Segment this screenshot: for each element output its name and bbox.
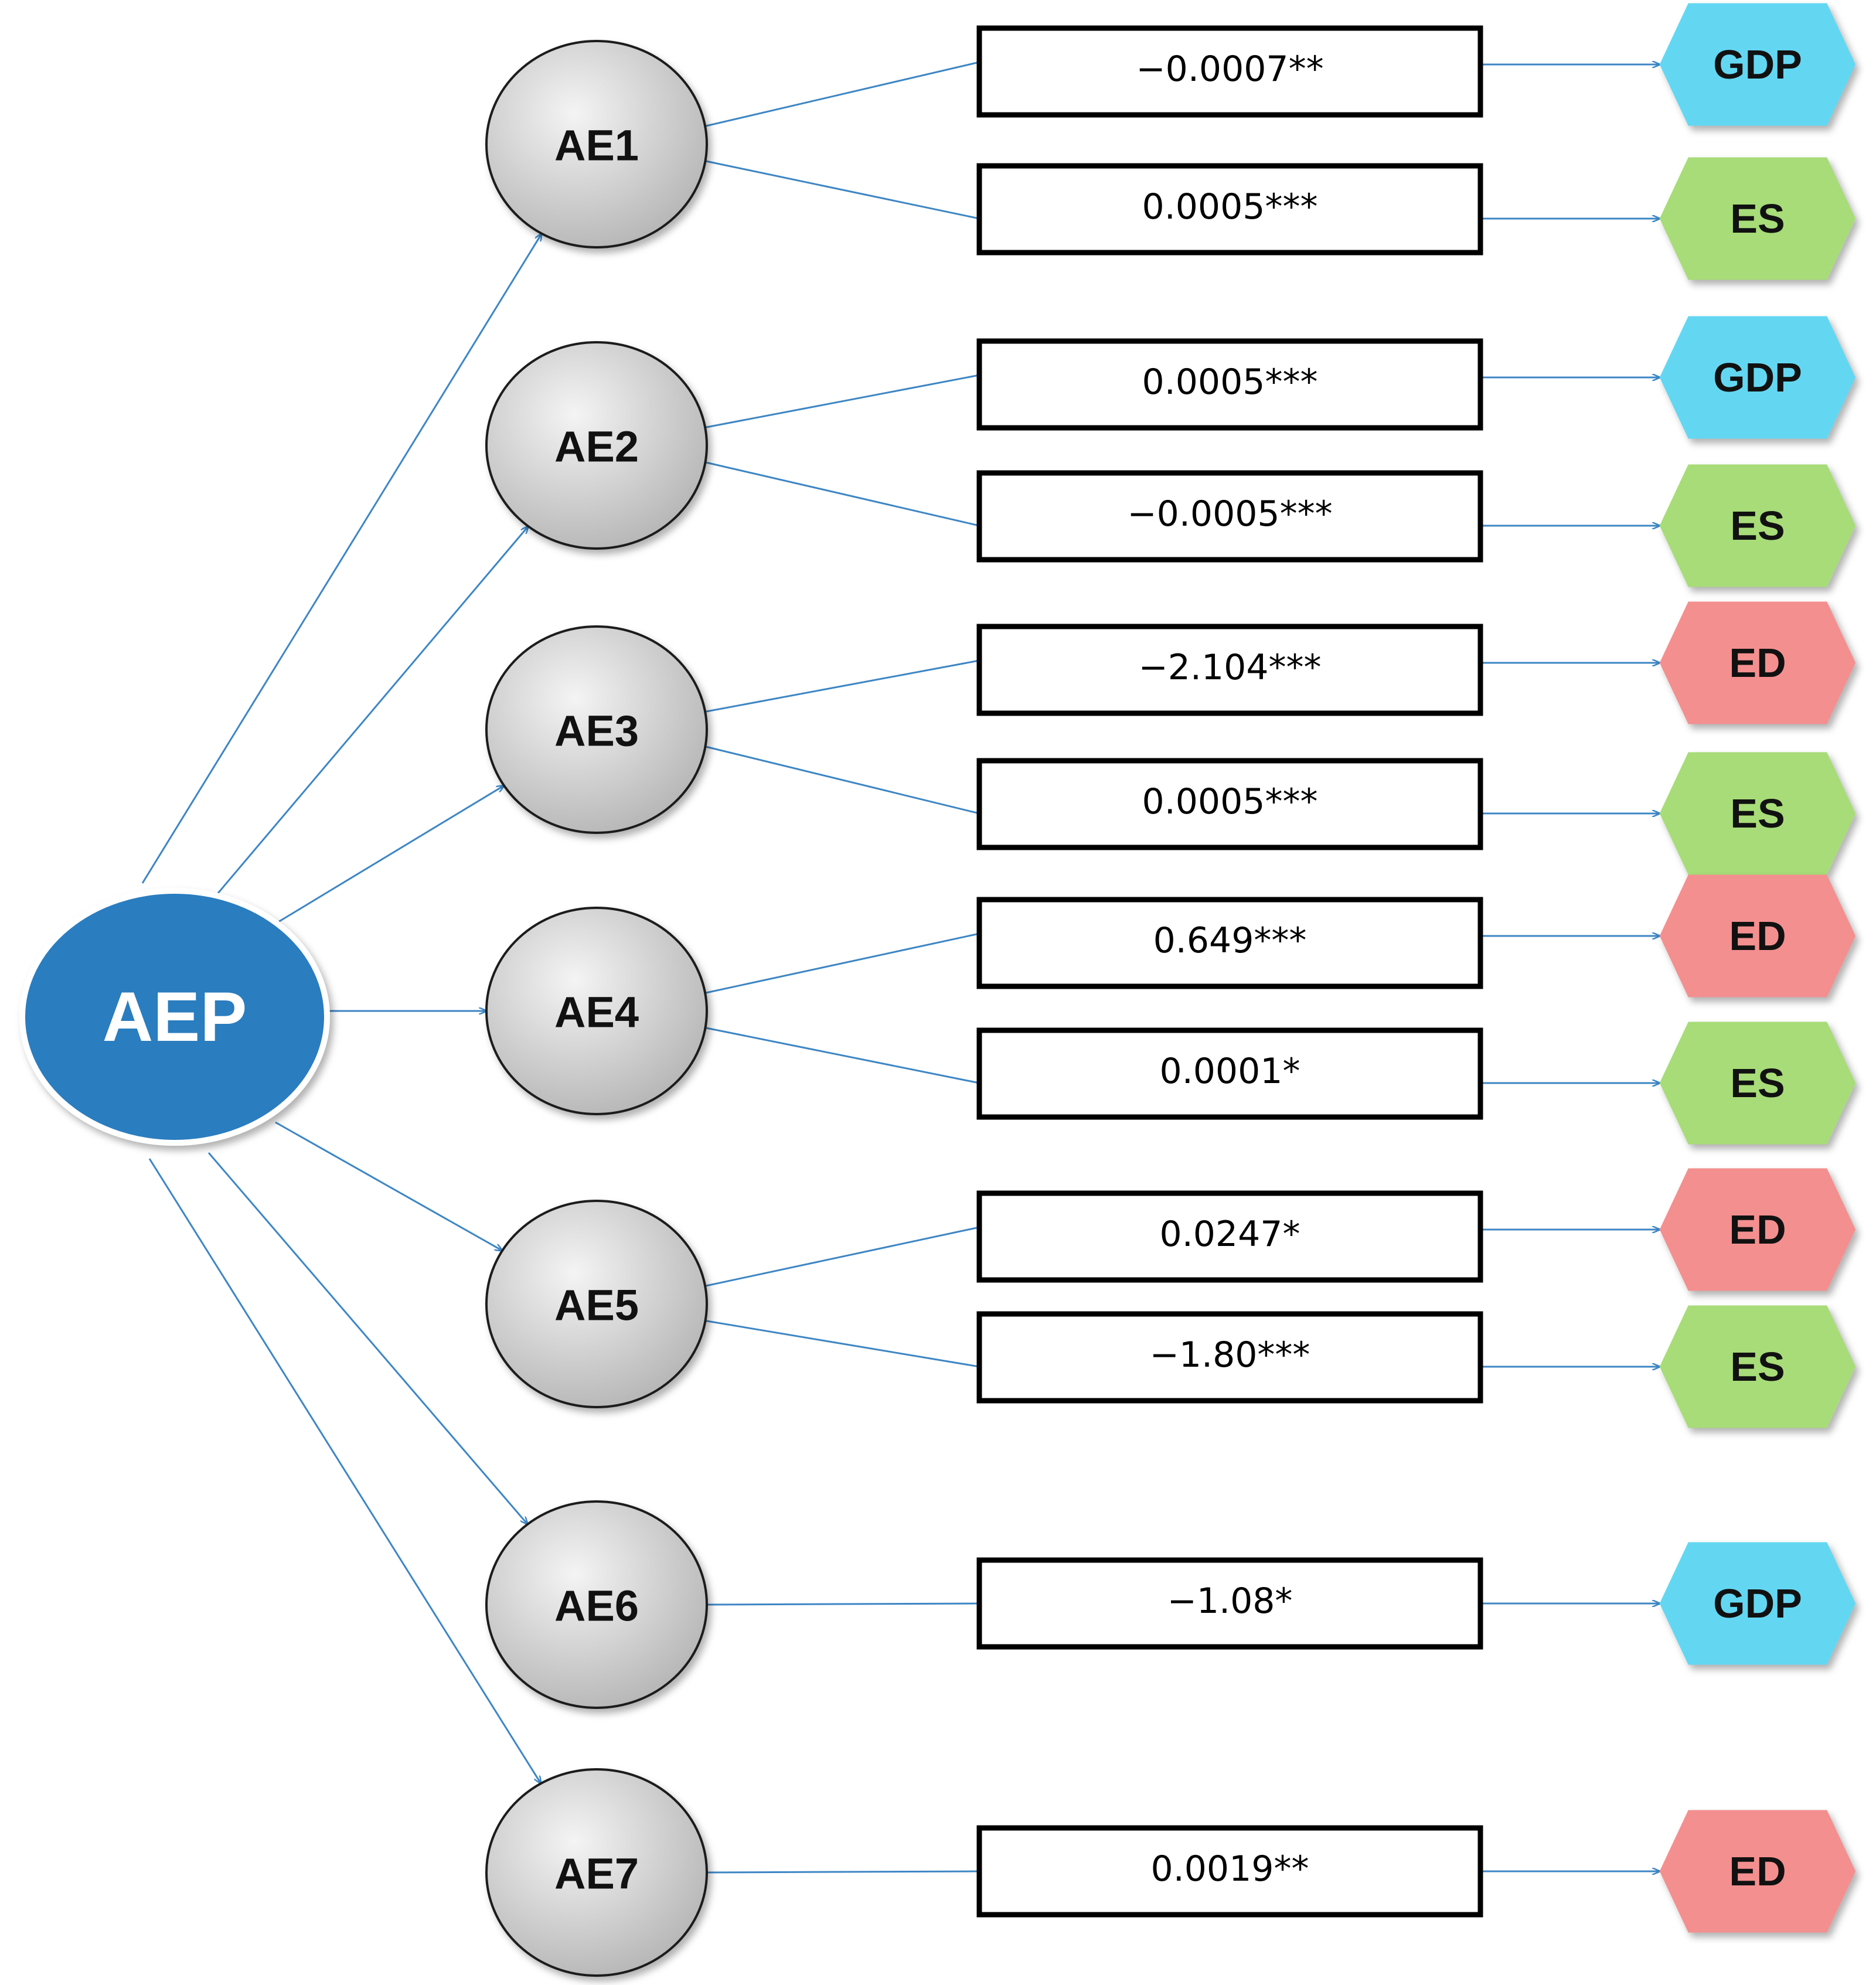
outcome-gdp-hexagon (1659, 3, 1856, 126)
outcome-label: ES (1730, 1344, 1785, 1390)
outcome-ed-hexagon (1659, 601, 1856, 724)
edge-layer (141, 61, 1660, 1874)
outcome-es-hexagon (1659, 1305, 1856, 1428)
outcome-ed-hexagon (1659, 1810, 1856, 1933)
outcome-label: GDP (1713, 355, 1802, 400)
coef-box (976, 338, 1483, 431)
outcome-label: ES (1730, 1060, 1785, 1106)
ae4-node (485, 907, 708, 1115)
ae4-node-label: AE4 (554, 988, 639, 1037)
edge-ae7-to-coef-1 (703, 1870, 980, 1874)
edge-aep-to-ae1 (141, 234, 542, 884)
coef-value: 0.0005*** (1142, 781, 1318, 822)
coef-box (976, 1557, 1483, 1650)
edge-ae1-to-coef-1 (703, 61, 980, 128)
coef-value: −1.80*** (1150, 1334, 1310, 1375)
outcome-ed-hexagon (1659, 1168, 1856, 1291)
coef-value: 0.0019** (1151, 1848, 1309, 1889)
node-layer: AEP AE1 −0.0007** GDP 0.0005*** ES AE2 0.0005**… (19, 3, 1856, 1977)
edge-aep-to-ae2 (217, 526, 528, 894)
outcome-label: ED (1729, 1207, 1786, 1252)
coef-value: −1.08* (1167, 1581, 1293, 1622)
outcome-gdp-hexagon (1659, 316, 1856, 439)
coef-box (976, 1027, 1483, 1120)
outcome-label: ED (1729, 913, 1786, 959)
ae6-node (485, 1500, 708, 1709)
coef-box (976, 758, 1483, 850)
ae5-node (485, 1200, 708, 1408)
coef-box (976, 897, 1483, 989)
edge-ae3-to-coef-1 (703, 659, 980, 713)
edge-ae3-to-coef-2 (703, 745, 980, 815)
outcome-es-hexagon (1659, 464, 1856, 587)
edge-aep-to-ae6 (207, 1152, 527, 1524)
coef-box (976, 163, 1483, 256)
coef-box (976, 470, 1483, 563)
edge-ae4-to-coef-1 (703, 932, 980, 995)
ae6-node-label: AE6 (554, 1582, 639, 1630)
outcome-label: GDP (1713, 1581, 1802, 1626)
edge-aep-to-ae3 (278, 785, 504, 923)
coef-value: 0.0001* (1160, 1051, 1300, 1092)
outcome-label: ES (1730, 196, 1785, 241)
ae7-node-label: AE7 (554, 1850, 639, 1898)
edge-ae5-to-coef-2 (703, 1319, 980, 1368)
outcome-label: ES (1730, 503, 1785, 549)
coef-value: 0.0005*** (1142, 186, 1318, 227)
edge-aep-to-ae7 (148, 1158, 541, 1783)
coef-box (976, 1311, 1483, 1404)
aep-node-label: AEP (103, 978, 247, 1056)
outcome-ed-hexagon (1659, 874, 1856, 997)
outcome-label: ED (1729, 640, 1786, 686)
ae3-node-label: AE3 (554, 707, 639, 755)
coef-box (976, 25, 1483, 118)
outcome-label: GDP (1713, 42, 1802, 87)
coef-box (976, 624, 1483, 716)
edge-ae1-to-coef-2 (703, 159, 980, 220)
ae7-node (485, 1768, 708, 1977)
ae1-node-label: AE1 (554, 121, 639, 170)
coef-value: −0.0007** (1136, 49, 1323, 90)
outcome-es-hexagon (1659, 1022, 1856, 1145)
outcome-es-hexagon (1659, 752, 1856, 875)
edge-ae2-to-coef-1 (703, 374, 980, 429)
coef-value: 0.649*** (1153, 920, 1307, 961)
edge-ae6-to-coef-1 (703, 1602, 980, 1606)
coef-value: −0.0005*** (1127, 493, 1332, 534)
outcome-label: ED (1729, 1848, 1786, 1894)
edge-ae4-to-coef-2 (703, 1026, 980, 1084)
ae3-node (485, 625, 708, 834)
coef-box (976, 1825, 1483, 1918)
outcome-es-hexagon (1659, 157, 1856, 280)
edge-ae2-to-coef-2 (703, 461, 980, 527)
coef-value: 0.0247* (1160, 1214, 1300, 1255)
coef-box (976, 1190, 1483, 1283)
edge-aep-to-ae5 (275, 1121, 502, 1251)
coef-value: −2.104*** (1138, 647, 1321, 688)
coef-value: 0.0005*** (1142, 362, 1318, 403)
ae1-node (485, 40, 708, 248)
outcome-label: ES (1730, 791, 1785, 836)
ae2-node-label: AE2 (554, 423, 639, 471)
outcome-gdp-hexagon (1659, 1542, 1856, 1665)
ae2-node (485, 341, 708, 550)
aep-node (19, 888, 330, 1146)
edge-ae5-to-coef-1 (703, 1226, 980, 1288)
ae5-node-label: AE5 (554, 1281, 639, 1330)
